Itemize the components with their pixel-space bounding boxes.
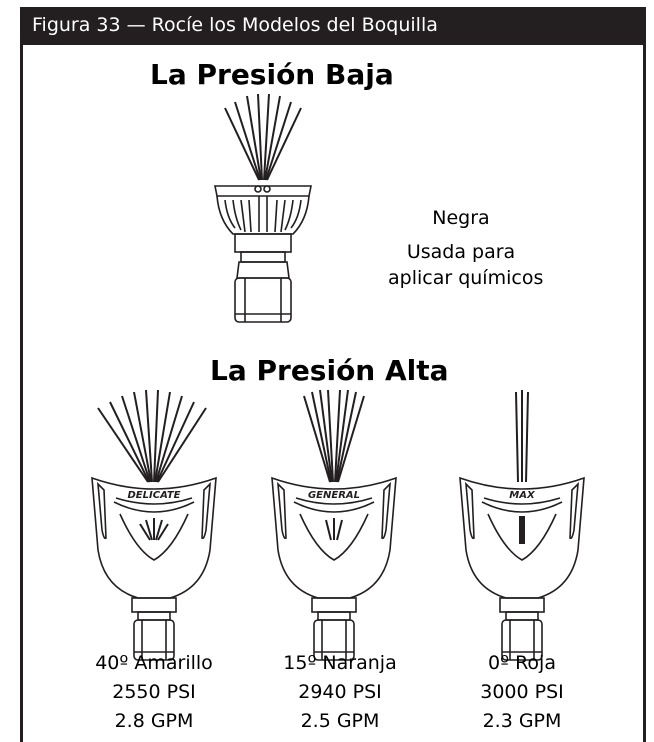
- nozzle-15-caption: 15º Naranja 2940 PSI 2.5 GPM: [250, 649, 430, 736]
- frame-left-border: [20, 45, 23, 742]
- high-pressure-nozzle-15-illustration: GENERAL: [271, 389, 397, 661]
- low-pressure-spray-icon: [224, 93, 302, 181]
- nozzle-0-psi: 3000 PSI: [480, 681, 564, 703]
- nozzle-40-gpm: 2.8 GPM: [114, 710, 194, 732]
- straight-jet-icon: [515, 390, 529, 483]
- low-pressure-color: Negra: [432, 207, 490, 229]
- nozzle-40-spec: 40º Amarillo: [95, 652, 213, 674]
- low-pressure-heading: La Presión Baja: [150, 58, 394, 91]
- high-pressure-nozzle-40-illustration: DELICATE: [91, 389, 217, 661]
- nozzle-0-caption: 0º Roja 3000 PSI 2.3 GPM: [432, 649, 612, 736]
- high-pressure-heading: La Presión Alta: [210, 354, 449, 387]
- nozzle-15-psi: 2940 PSI: [298, 681, 382, 703]
- frame-right-border: [643, 45, 646, 742]
- nozzle-40-caption: 40º Amarillo 2550 PSI 2.8 GPM: [64, 649, 244, 736]
- nozzle-0-spec: 0º Roja: [488, 652, 556, 674]
- nozzle-15-spec: 15º Naranja: [283, 652, 397, 674]
- wide-fan-mini-icon: [139, 518, 169, 541]
- general-logo-text: GENERAL: [308, 490, 360, 501]
- figure-header-bar: [20, 7, 646, 45]
- medium-spray-icon: [303, 389, 365, 483]
- nozzle-40-psi: 2550 PSI: [112, 681, 196, 703]
- max-logo-text: MAX: [509, 490, 536, 501]
- low-pressure-use-line2: aplicar químicos: [388, 267, 544, 289]
- straight-jet-mini-icon: [519, 516, 525, 544]
- medium-fan-mini-icon: [325, 518, 343, 541]
- low-pressure-caption: Negra Usada para aplicar químicos: [388, 205, 544, 291]
- figure-title: Figura 33 — Rocíe los Modelos del Boquil…: [32, 14, 438, 36]
- low-pressure-use-line1: Usada para: [406, 241, 516, 263]
- low-pressure-nozzle-illustration: [214, 93, 312, 323]
- nozzle-0-gpm: 2.3 GPM: [482, 710, 562, 732]
- delicate-logo-text: DELICATE: [128, 490, 181, 501]
- nozzle-15-gpm: 2.5 GPM: [300, 710, 380, 732]
- wide-spray-icon: [97, 389, 207, 483]
- high-pressure-nozzle-0-illustration: MAX: [459, 390, 585, 661]
